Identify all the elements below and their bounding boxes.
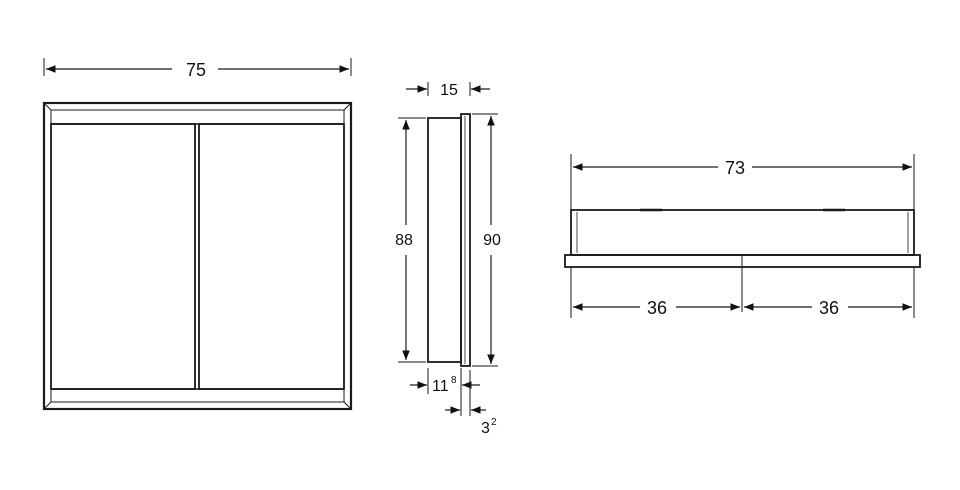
front-view (42, 58, 353, 411)
side-frame-depth-label: 3 (481, 420, 490, 437)
side-depth-label: 15 (440, 82, 458, 99)
right-door (198, 123, 345, 390)
front-width-label: 75 (186, 60, 206, 80)
side-frame-depth-sup: 2 (491, 417, 497, 428)
top-width-label: 73 (725, 158, 745, 178)
top-right-half-label: 36 (819, 298, 839, 318)
top-left-half-label: 36 (647, 298, 667, 318)
side-body-depth-sup: 8 (451, 375, 457, 386)
side-body-depth-label: 11 (432, 378, 449, 395)
top-view (564, 154, 921, 318)
side-body (427, 117, 462, 363)
top-body (570, 209, 915, 256)
side-view (398, 82, 498, 416)
side-frame (460, 113, 471, 367)
side-inner-height-label: 88 (395, 232, 413, 249)
cabinet-inner-frame (50, 109, 345, 403)
cabinet-outer-frame (42, 101, 353, 411)
side-outer-height-label: 90 (483, 232, 501, 249)
left-door (50, 123, 196, 390)
